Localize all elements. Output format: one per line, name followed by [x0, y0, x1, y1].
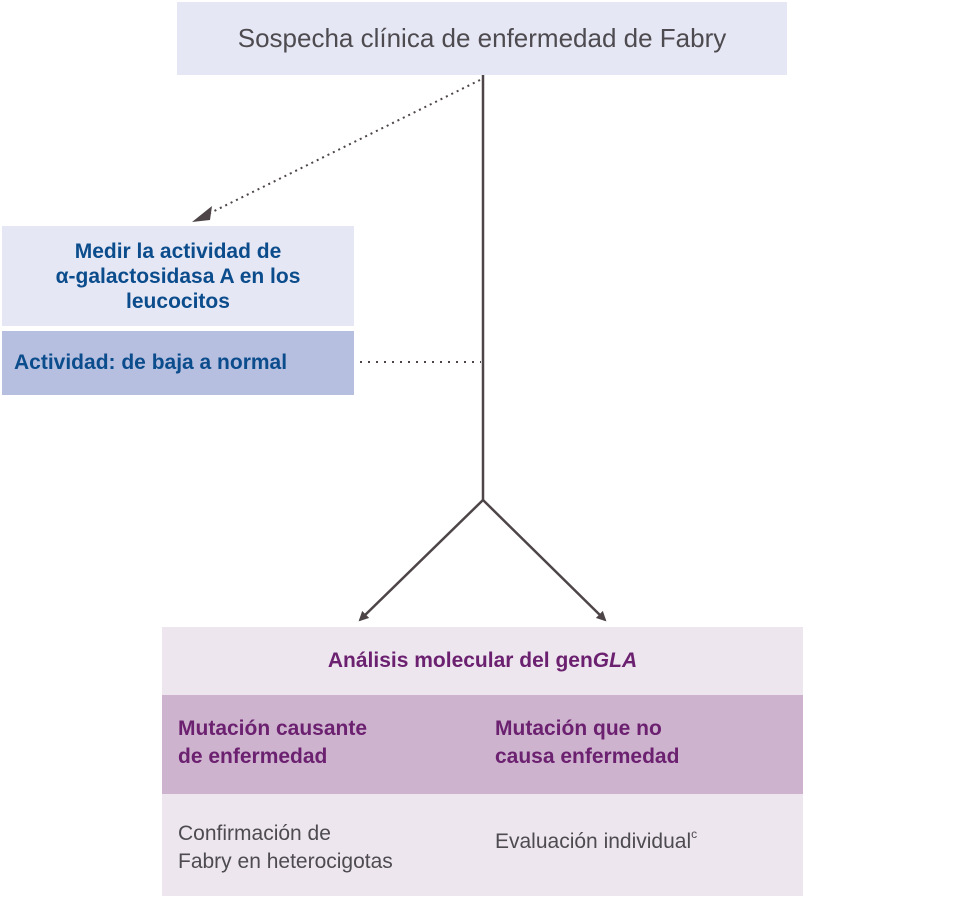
individual-evaluation-text: Evaluación individual: [495, 830, 692, 853]
measure-line-3: leucocitos: [126, 289, 230, 313]
measure-activity-box: Medir la actividad de α-galactosidasa A …: [2, 226, 354, 326]
activity-result-box: Actividad: de baja a normal: [2, 331, 354, 395]
measure-activity-text: Medir la actividad de α-galactosidasa A …: [56, 239, 301, 314]
confirmation-cell: Confirmación de Fabry en heterocigotas: [178, 820, 458, 876]
outcome-row: Confirmación de Fabry en heterocigotas E…: [162, 794, 803, 896]
measure-line-2: α-galactosidasa A en los: [55, 264, 301, 288]
non-causing-line-1: Mutación que no: [495, 717, 662, 740]
suspicion-title: Sospecha clínica de enfermedad de Fabry: [237, 23, 727, 53]
gla-analysis-header: Análisis molecular del gen GLA: [162, 627, 803, 695]
individual-evaluation-cell: Evaluación individualc: [495, 820, 785, 856]
branch-arrow-left: [358, 499, 484, 622]
causing-mutation-cell: Mutación causante de enfermedad: [178, 715, 458, 771]
dotted-arrowhead: [192, 206, 212, 222]
footnote-marker: c: [691, 827, 698, 841]
confirmation-line-2: Fabry en heterocigotas: [178, 850, 393, 873]
mutation-row: Mutación causante de enfermedad Mutación…: [162, 695, 803, 794]
causing-line-2: de enfermedad: [178, 745, 328, 768]
gla-header-prefix: Análisis molecular del gen: [327, 649, 593, 672]
measure-line-1: Medir la actividad de: [74, 239, 282, 263]
causing-line-1: Mutación causante: [178, 717, 368, 740]
activity-label: Actividad: de baja a normal: [14, 351, 288, 374]
confirmation-line-1: Confirmación de: [178, 822, 331, 845]
suspicion-box: Sospecha clínica de enfermedad de Fabry: [177, 2, 787, 75]
non-causing-line-2: causa enfermedad: [495, 745, 680, 768]
branch-arrow-right: [482, 499, 607, 622]
non-causing-mutation-cell: Mutación que no causa enfermedad: [495, 715, 785, 771]
gla-gene-name: GLA: [592, 649, 638, 672]
dotted-arrow-to-measure: [199, 79, 481, 219]
